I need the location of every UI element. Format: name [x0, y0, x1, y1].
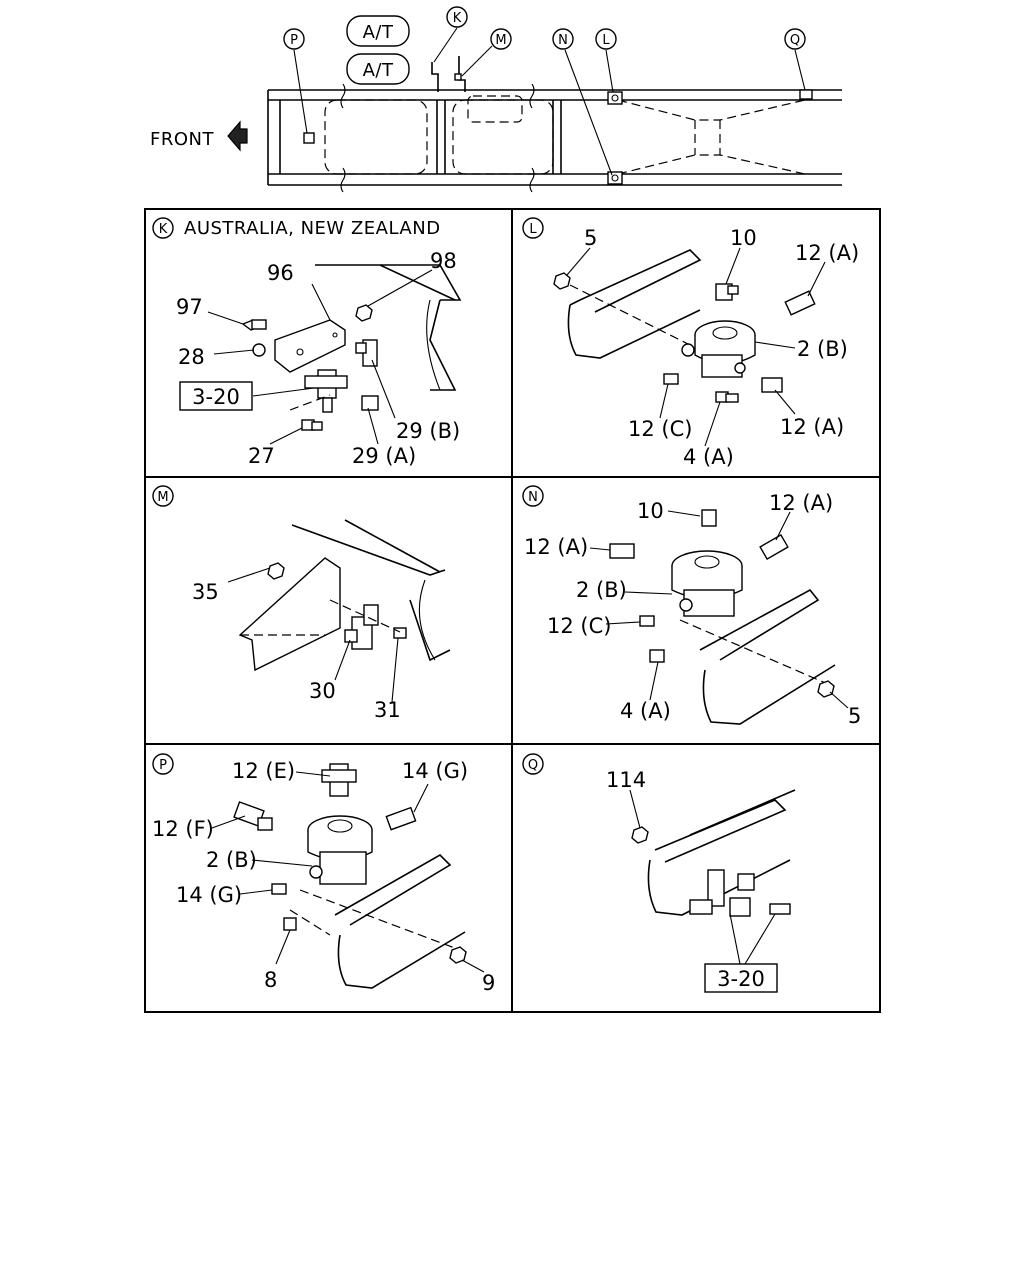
label-96: 96	[267, 261, 294, 285]
label-5: 5	[848, 704, 861, 728]
panel-n-letter: N	[522, 485, 544, 507]
panel-p: P 12 (E) 14 (G) 12 (F)	[152, 753, 495, 995]
label-2b: 2 (B)	[206, 848, 257, 872]
ref-box-3-20: 3-20	[179, 381, 253, 411]
label-2b: 2 (B)	[576, 578, 627, 602]
panel-m-letter: M	[152, 485, 174, 507]
callout-q: Q	[784, 28, 806, 50]
label-114: 114	[606, 768, 646, 792]
label-14g-left: 14 (G)	[176, 883, 242, 907]
svg-text:P: P	[290, 33, 298, 48]
ref-box-3-20: 3-20	[704, 963, 778, 993]
label-35: 35	[192, 580, 219, 604]
label-12e: 12 (E)	[232, 759, 295, 783]
panel-p-letter: P	[152, 753, 174, 775]
callout-k: K	[446, 6, 468, 28]
svg-text:3-20: 3-20	[192, 385, 240, 409]
label-10: 10	[730, 226, 757, 250]
svg-text:L: L	[602, 33, 610, 48]
panel-k: K AUSTRALIA, NEW ZEALAND	[152, 217, 462, 468]
svg-text:Q: Q	[528, 758, 538, 773]
panel-grid	[144, 208, 881, 1013]
label-12c: 12 (C)	[628, 417, 692, 441]
svg-text:K: K	[159, 222, 168, 237]
svg-text:M: M	[495, 33, 506, 48]
label-12a-bottom: 12 (A)	[780, 415, 844, 439]
label-12f: 12 (F)	[152, 817, 214, 841]
svg-text:Q: Q	[790, 33, 800, 48]
label-28: 28	[178, 345, 205, 369]
callout-l: L	[595, 28, 617, 50]
label-12a-left: 12 (A)	[524, 535, 588, 559]
callout-n: N	[552, 28, 574, 50]
label-5: 5	[584, 226, 597, 250]
label-4a: 4 (A)	[620, 699, 671, 723]
label-2b: 2 (B)	[797, 337, 848, 361]
label-30: 30	[309, 679, 336, 703]
panel-q: Q 114 3-20	[522, 753, 796, 993]
at-label-2: A/T	[346, 53, 410, 85]
frame-overview	[227, 27, 842, 193]
panel-k-title: AUSTRALIA, NEW ZEALAND	[184, 218, 441, 239]
callout-p: P	[283, 28, 305, 50]
svg-text:N: N	[528, 490, 538, 505]
svg-text:P: P	[159, 758, 167, 773]
label-29b: 29 (B)	[396, 419, 460, 443]
at-label-1: A/T	[346, 15, 410, 47]
callout-m: M	[490, 28, 512, 50]
front-label: FRONT	[150, 129, 214, 150]
panel-m: M 35 30 31	[152, 485, 451, 722]
panel-n: N 10 12 (A) 12 (A) 2 (B) 12 (C) 4 (A) 5	[522, 485, 861, 728]
label-98: 98	[430, 249, 457, 273]
svg-text:K: K	[453, 11, 462, 26]
label-9: 9	[482, 971, 495, 995]
svg-text:M: M	[157, 490, 168, 505]
label-14g-top: 14 (G)	[402, 759, 468, 783]
label-97: 97	[176, 295, 203, 319]
label-4a: 4 (A)	[683, 445, 734, 469]
label-29a: 29 (A)	[352, 444, 416, 468]
label-12a-top: 12 (A)	[795, 241, 859, 265]
svg-text:L: L	[529, 222, 537, 237]
svg-text:3-20: 3-20	[717, 967, 765, 991]
panel-l: L 5 10 12 (A) 2 (B) 12 (C) 12 (	[522, 217, 859, 469]
label-12c: 12 (C)	[547, 614, 611, 638]
svg-text:A/T: A/T	[363, 22, 394, 43]
svg-text:A/T: A/T	[363, 60, 394, 81]
label-8: 8	[264, 968, 277, 992]
label-10: 10	[637, 499, 664, 523]
label-27: 27	[248, 444, 275, 468]
label-12a-right: 12 (A)	[769, 491, 833, 515]
panel-l-letter: L	[522, 217, 544, 239]
label-31: 31	[374, 698, 401, 722]
panel-q-letter: Q	[522, 753, 544, 775]
panel-k-letter: K	[152, 217, 174, 239]
svg-text:N: N	[558, 33, 568, 48]
